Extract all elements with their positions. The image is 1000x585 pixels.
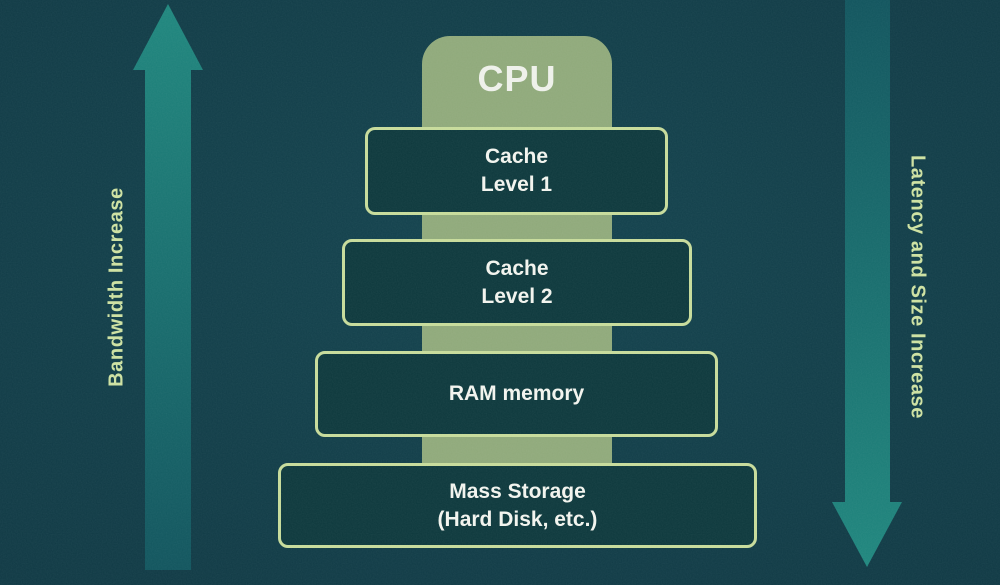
level-box-label-line: Cache: [485, 256, 549, 280]
level-box-cache-level-1: Cache Level 1: [365, 127, 668, 215]
level-box-label-line: (Hard Disk, etc.): [437, 507, 598, 531]
level-box-cache-level-2: Cache Level 2: [342, 239, 692, 326]
level-box-label-line: Mass Storage: [449, 479, 586, 503]
level-box-ram-memory: RAM memory: [315, 351, 718, 437]
bandwidth-axis-label: Bandwidth Increase: [105, 187, 128, 387]
latency-size-axis-label: Latency and Size Increase: [906, 154, 929, 420]
level-box-label-line: Cache: [484, 145, 549, 168]
level-box-label-line: RAM memory: [448, 382, 585, 405]
latency-down-arrow-icon: [832, 0, 902, 567]
level-box-mass-storage: Mass Storage (Hard Disk, etc.): [278, 463, 757, 548]
level-box-label-line: Level 1: [480, 173, 553, 196]
cpu-label: CPU: [477, 58, 557, 99]
bandwidth-up-arrow-icon: [133, 4, 203, 570]
level-box-label-line: Level 2: [481, 284, 553, 308]
